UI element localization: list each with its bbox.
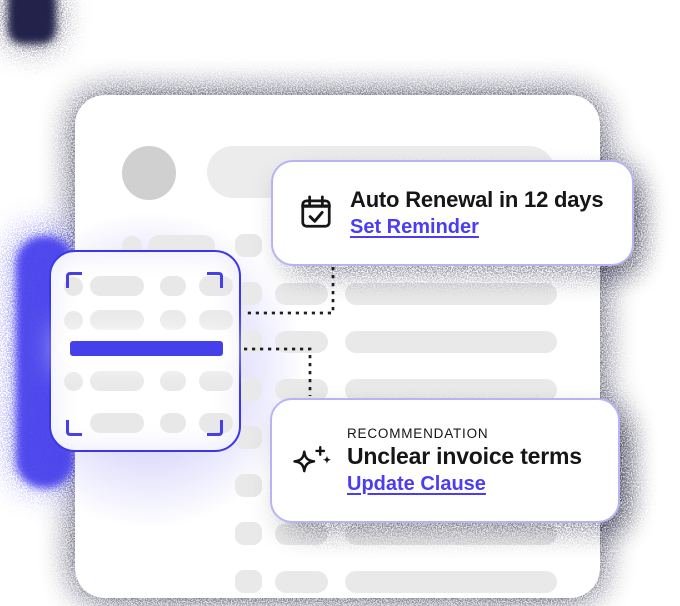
redacted-pill bbox=[345, 522, 557, 545]
update-clause-link[interactable]: Update Clause bbox=[347, 473, 486, 495]
calendar-check-icon bbox=[301, 195, 331, 228]
scan-redacted-row bbox=[64, 371, 233, 391]
redacted-pill bbox=[160, 371, 186, 391]
redacted-pill bbox=[90, 371, 144, 391]
avatar bbox=[122, 146, 176, 200]
redacted-text-row bbox=[122, 570, 557, 593]
redacted-pill bbox=[199, 310, 233, 330]
redacted-pill bbox=[64, 310, 83, 330]
redacted-pill bbox=[90, 310, 144, 330]
scan-redacted-row bbox=[64, 310, 233, 330]
redacted-pill bbox=[90, 413, 144, 433]
redacted-pill bbox=[235, 570, 262, 593]
recommendation-card: RECOMMENDATION Unclear invoice terms Upd… bbox=[270, 398, 620, 523]
redacted-pill bbox=[345, 330, 557, 353]
redacted-pill bbox=[160, 310, 186, 330]
redacted-pill bbox=[275, 330, 328, 353]
redacted-pill bbox=[235, 522, 262, 545]
set-reminder-link[interactable]: Set Reminder bbox=[350, 216, 479, 238]
redacted-pill bbox=[160, 413, 186, 433]
redacted-pill bbox=[275, 282, 328, 305]
corner-bracket-icon-br bbox=[207, 420, 223, 436]
corner-bracket-icon-bl bbox=[66, 420, 82, 436]
auto-renewal-card: Auto Renewal in 12 days Set Reminder bbox=[271, 160, 634, 266]
dark-corner-shape bbox=[8, 0, 56, 44]
recommendation-title: Unclear invoice terms bbox=[347, 443, 582, 469]
sparkles-icon bbox=[293, 445, 332, 472]
scan-frame-card bbox=[49, 250, 241, 452]
redacted-pill bbox=[275, 570, 328, 593]
redacted-pill bbox=[275, 522, 328, 545]
redacted-pill bbox=[64, 371, 83, 391]
redacted-text-row bbox=[122, 522, 557, 545]
redacted-pill bbox=[345, 570, 557, 593]
redacted-pill bbox=[160, 276, 186, 296]
corner-bracket-icon-tl bbox=[66, 272, 82, 288]
recommendation-eyebrow: RECOMMENDATION bbox=[347, 426, 489, 441]
redacted-pill bbox=[235, 474, 262, 497]
scan-highlight-bar bbox=[70, 341, 223, 356]
corner-bracket-icon-tr bbox=[207, 272, 223, 288]
redacted-pill bbox=[345, 282, 557, 305]
redacted-pill bbox=[199, 371, 233, 391]
reminder-title: Auto Renewal in 12 days bbox=[350, 187, 604, 212]
redacted-pill bbox=[90, 276, 144, 296]
redacted-pill bbox=[235, 234, 262, 257]
